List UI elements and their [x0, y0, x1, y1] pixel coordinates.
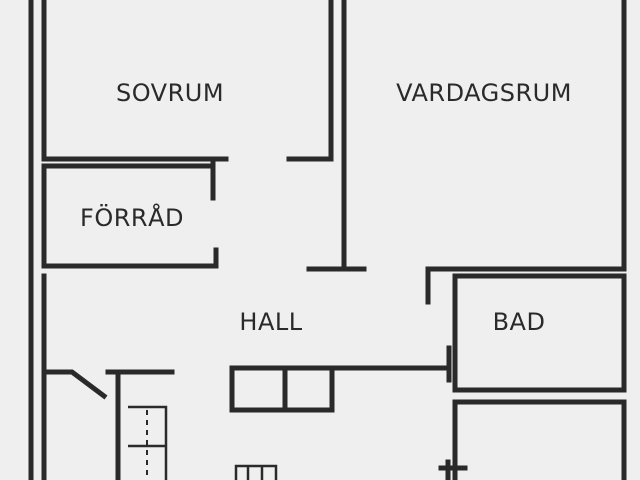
label-vardagsrum: VARDAGSRUM — [396, 79, 572, 107]
label-forrad: FÖRRÅD — [80, 203, 184, 232]
walls — [28, 0, 627, 480]
label-sovrum: SOVRUM — [116, 79, 224, 107]
furniture — [128, 365, 452, 480]
counter — [229, 365, 335, 413]
label-hall: HALL — [239, 308, 302, 336]
label-bad: BAD — [493, 308, 546, 336]
room-labels: SOVRUM VARDAGSRUM FÖRRÅD HALL BAD — [80, 79, 572, 336]
